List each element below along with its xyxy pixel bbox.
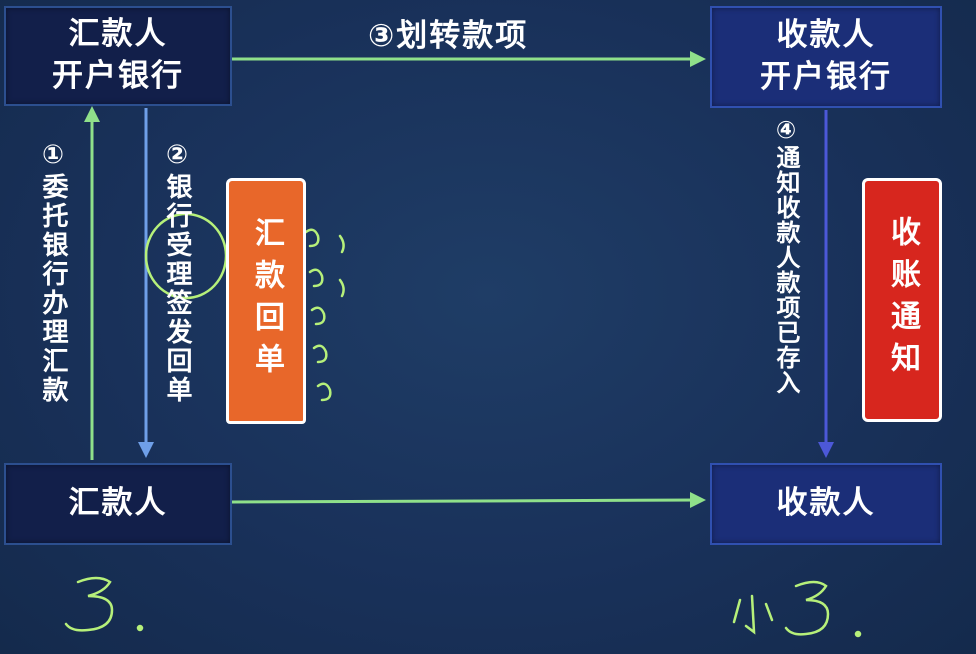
remitter-box: 汇款人 <box>4 463 232 545</box>
step2-label: ②银行受理签发回单 <box>162 140 192 405</box>
annotation-marks <box>304 228 345 402</box>
step3-label: ③划转款项 <box>368 18 529 54</box>
payee-bank-box: 收款人 开户银行 <box>710 6 942 108</box>
remitter-bank-line2: 开户银行 <box>52 58 184 94</box>
payee-label: 收款人 <box>776 485 876 522</box>
arrow-remitter-to-payee <box>231 498 701 504</box>
step4-label: ④通知收款人款项已存入 <box>772 116 800 395</box>
arrow-step2-head <box>138 442 154 458</box>
payee-box: 收款人 <box>710 463 942 545</box>
handwriting-left <box>64 576 144 632</box>
step1-label: ①委托银行办理汇款 <box>38 140 68 405</box>
remitter-bank-line1: 汇款人 <box>68 16 168 53</box>
arrow-step4-head <box>818 442 834 458</box>
payee-bank-line2: 开户银行 <box>760 59 892 95</box>
remit-receipt-tag: 汇款回单 <box>226 178 306 424</box>
arrow-bottom-head <box>690 492 706 508</box>
arrow-step3-head <box>690 51 706 67</box>
remitter-label: 汇款人 <box>68 485 168 522</box>
payee-bank-line1: 收款人 <box>776 17 876 54</box>
remitter-bank-box: 汇款人 开户银行 <box>4 6 232 106</box>
handwriting-right <box>732 580 862 638</box>
arrow-step1-head <box>84 106 100 122</box>
receipt-notice-tag: 收账通知 <box>862 178 942 422</box>
